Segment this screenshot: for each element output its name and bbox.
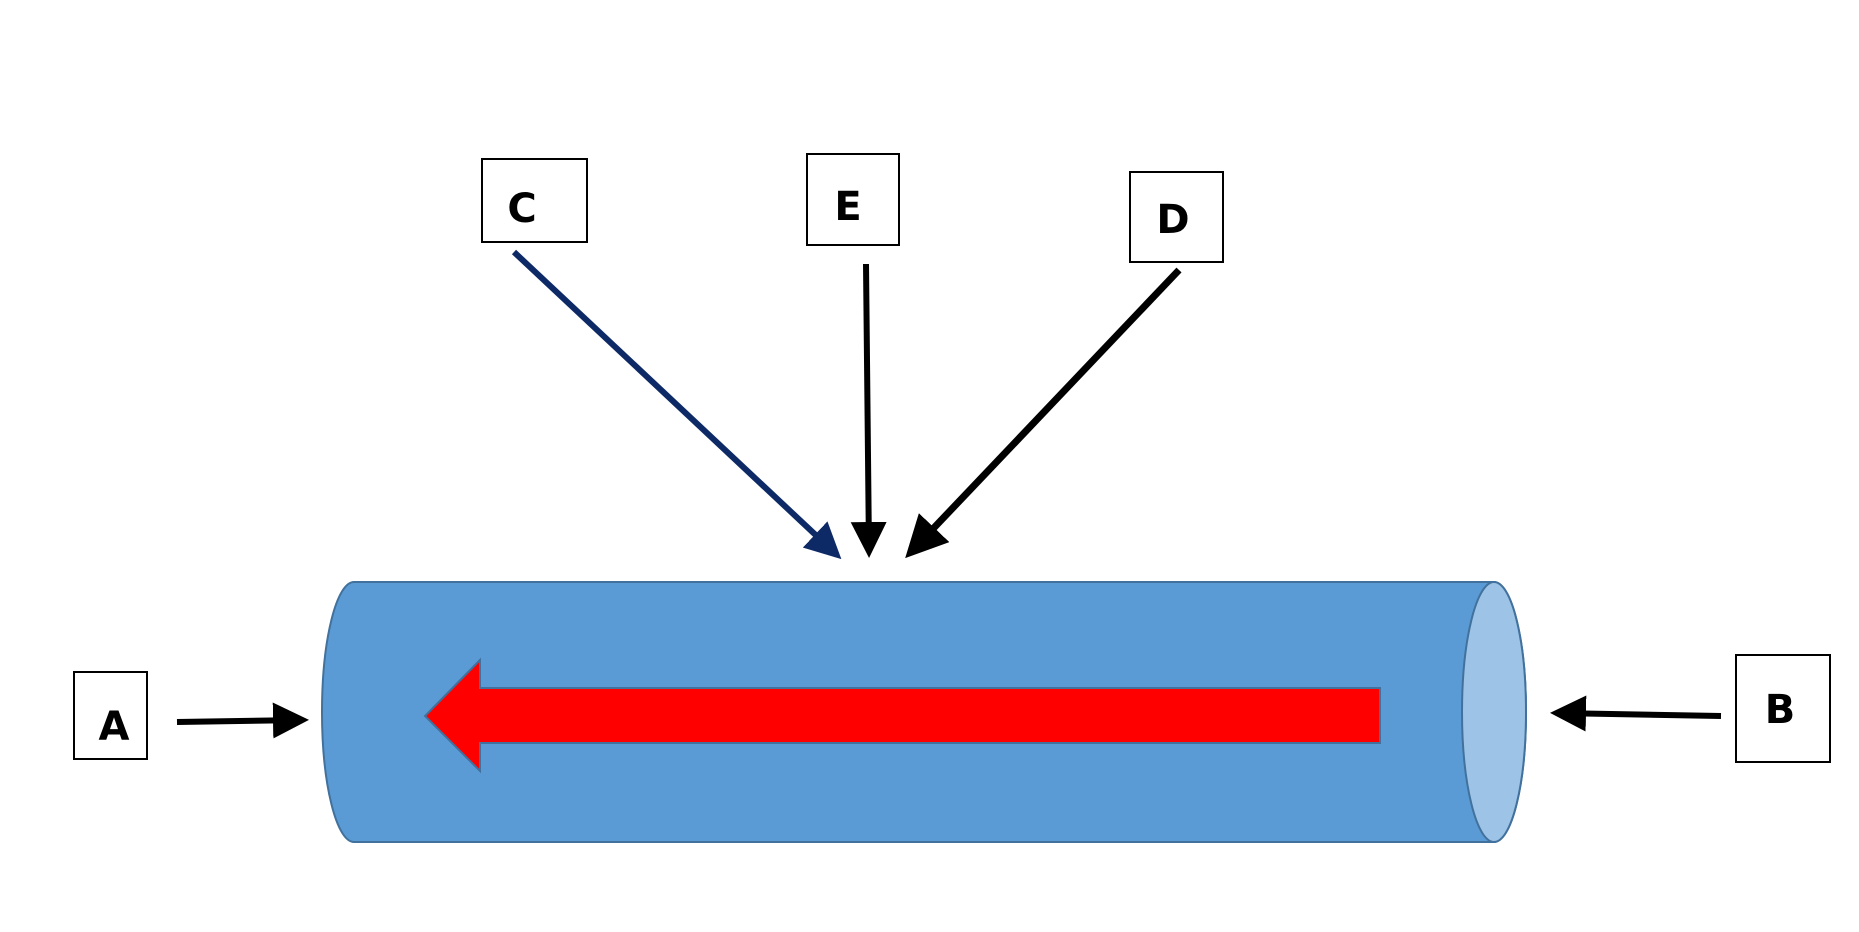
pointer-arrow-a <box>176 702 309 739</box>
label-box-c: C <box>481 158 588 243</box>
pointer-arrow-b <box>1550 695 1722 732</box>
label-box-e: E <box>806 153 900 246</box>
label-box-b: B <box>1735 654 1831 763</box>
pointer-arrow-c <box>511 249 842 560</box>
label-c: C <box>507 186 536 232</box>
label-box-a: A <box>73 671 148 760</box>
pointer-arrow-e <box>850 263 887 558</box>
label-box-d: D <box>1129 171 1224 263</box>
label-a: A <box>99 704 130 750</box>
flow-arrow <box>423 657 1381 774</box>
pointer-arrow-d <box>905 267 1182 559</box>
label-d: D <box>1156 197 1189 243</box>
tube-right-end <box>1461 581 1527 843</box>
label-b: B <box>1765 687 1796 733</box>
label-e: E <box>834 184 861 230</box>
